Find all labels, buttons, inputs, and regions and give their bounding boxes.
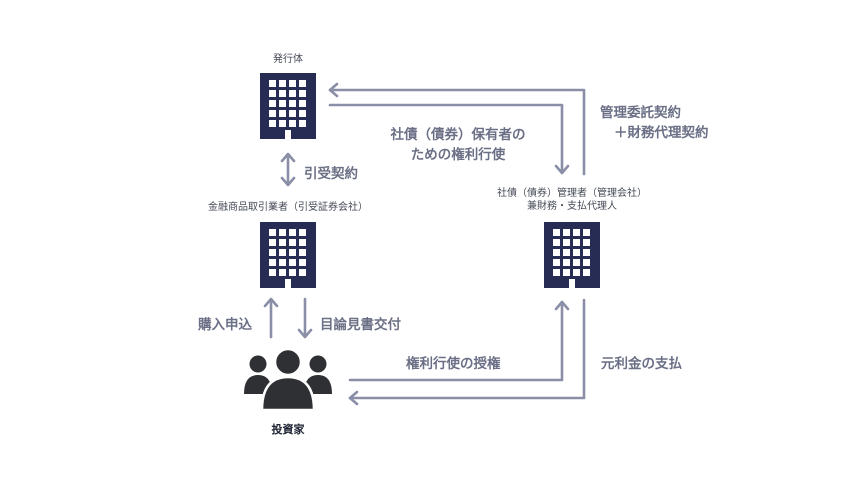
issuer-label: 発行体 <box>273 54 303 65</box>
management-contract-arrow <box>328 103 570 175</box>
creditor-rights-label-line1: 社債（債券）保有者の <box>390 127 526 143</box>
rights-grant-label: 権利行使の授権 <box>406 356 501 372</box>
underwriting-contract-arrow <box>280 152 296 187</box>
payment-label: 元利金の支払 <box>601 356 682 372</box>
prospectus-delivery-label: 目論見書交付 <box>320 317 401 333</box>
payment-arrow <box>348 298 586 406</box>
creditor-rights-label-line2: ための権利行使 <box>410 147 506 163</box>
management-contract-label-line2: ＋財務代理契約 <box>614 125 709 141</box>
bond-manager-label-line1: 社債（債券）管理者（管理会社） <box>497 188 647 199</box>
bond-manager-building-icon <box>544 222 600 288</box>
prospectus-arrow <box>297 297 313 339</box>
purchase-arrow <box>263 297 279 339</box>
rights-grant-arrow <box>348 300 570 382</box>
management-contract-label-line1: 管理委託契約 <box>600 105 681 121</box>
underwriter-building-icon <box>260 222 316 288</box>
issuer-building-icon <box>260 73 316 139</box>
investors-label: 投資家 <box>271 423 305 436</box>
people-icon <box>244 347 332 412</box>
underwriter-label: 金融商品取引業者（引受証券会社） <box>208 202 368 213</box>
purchase-application-label: 購入申込 <box>198 317 252 333</box>
underwriting-contract-label: 引受契約 <box>304 166 358 182</box>
rights-exercise-arrow <box>328 82 586 176</box>
bond-manager-label-line2: 兼財務・支払代理人 <box>527 201 617 212</box>
